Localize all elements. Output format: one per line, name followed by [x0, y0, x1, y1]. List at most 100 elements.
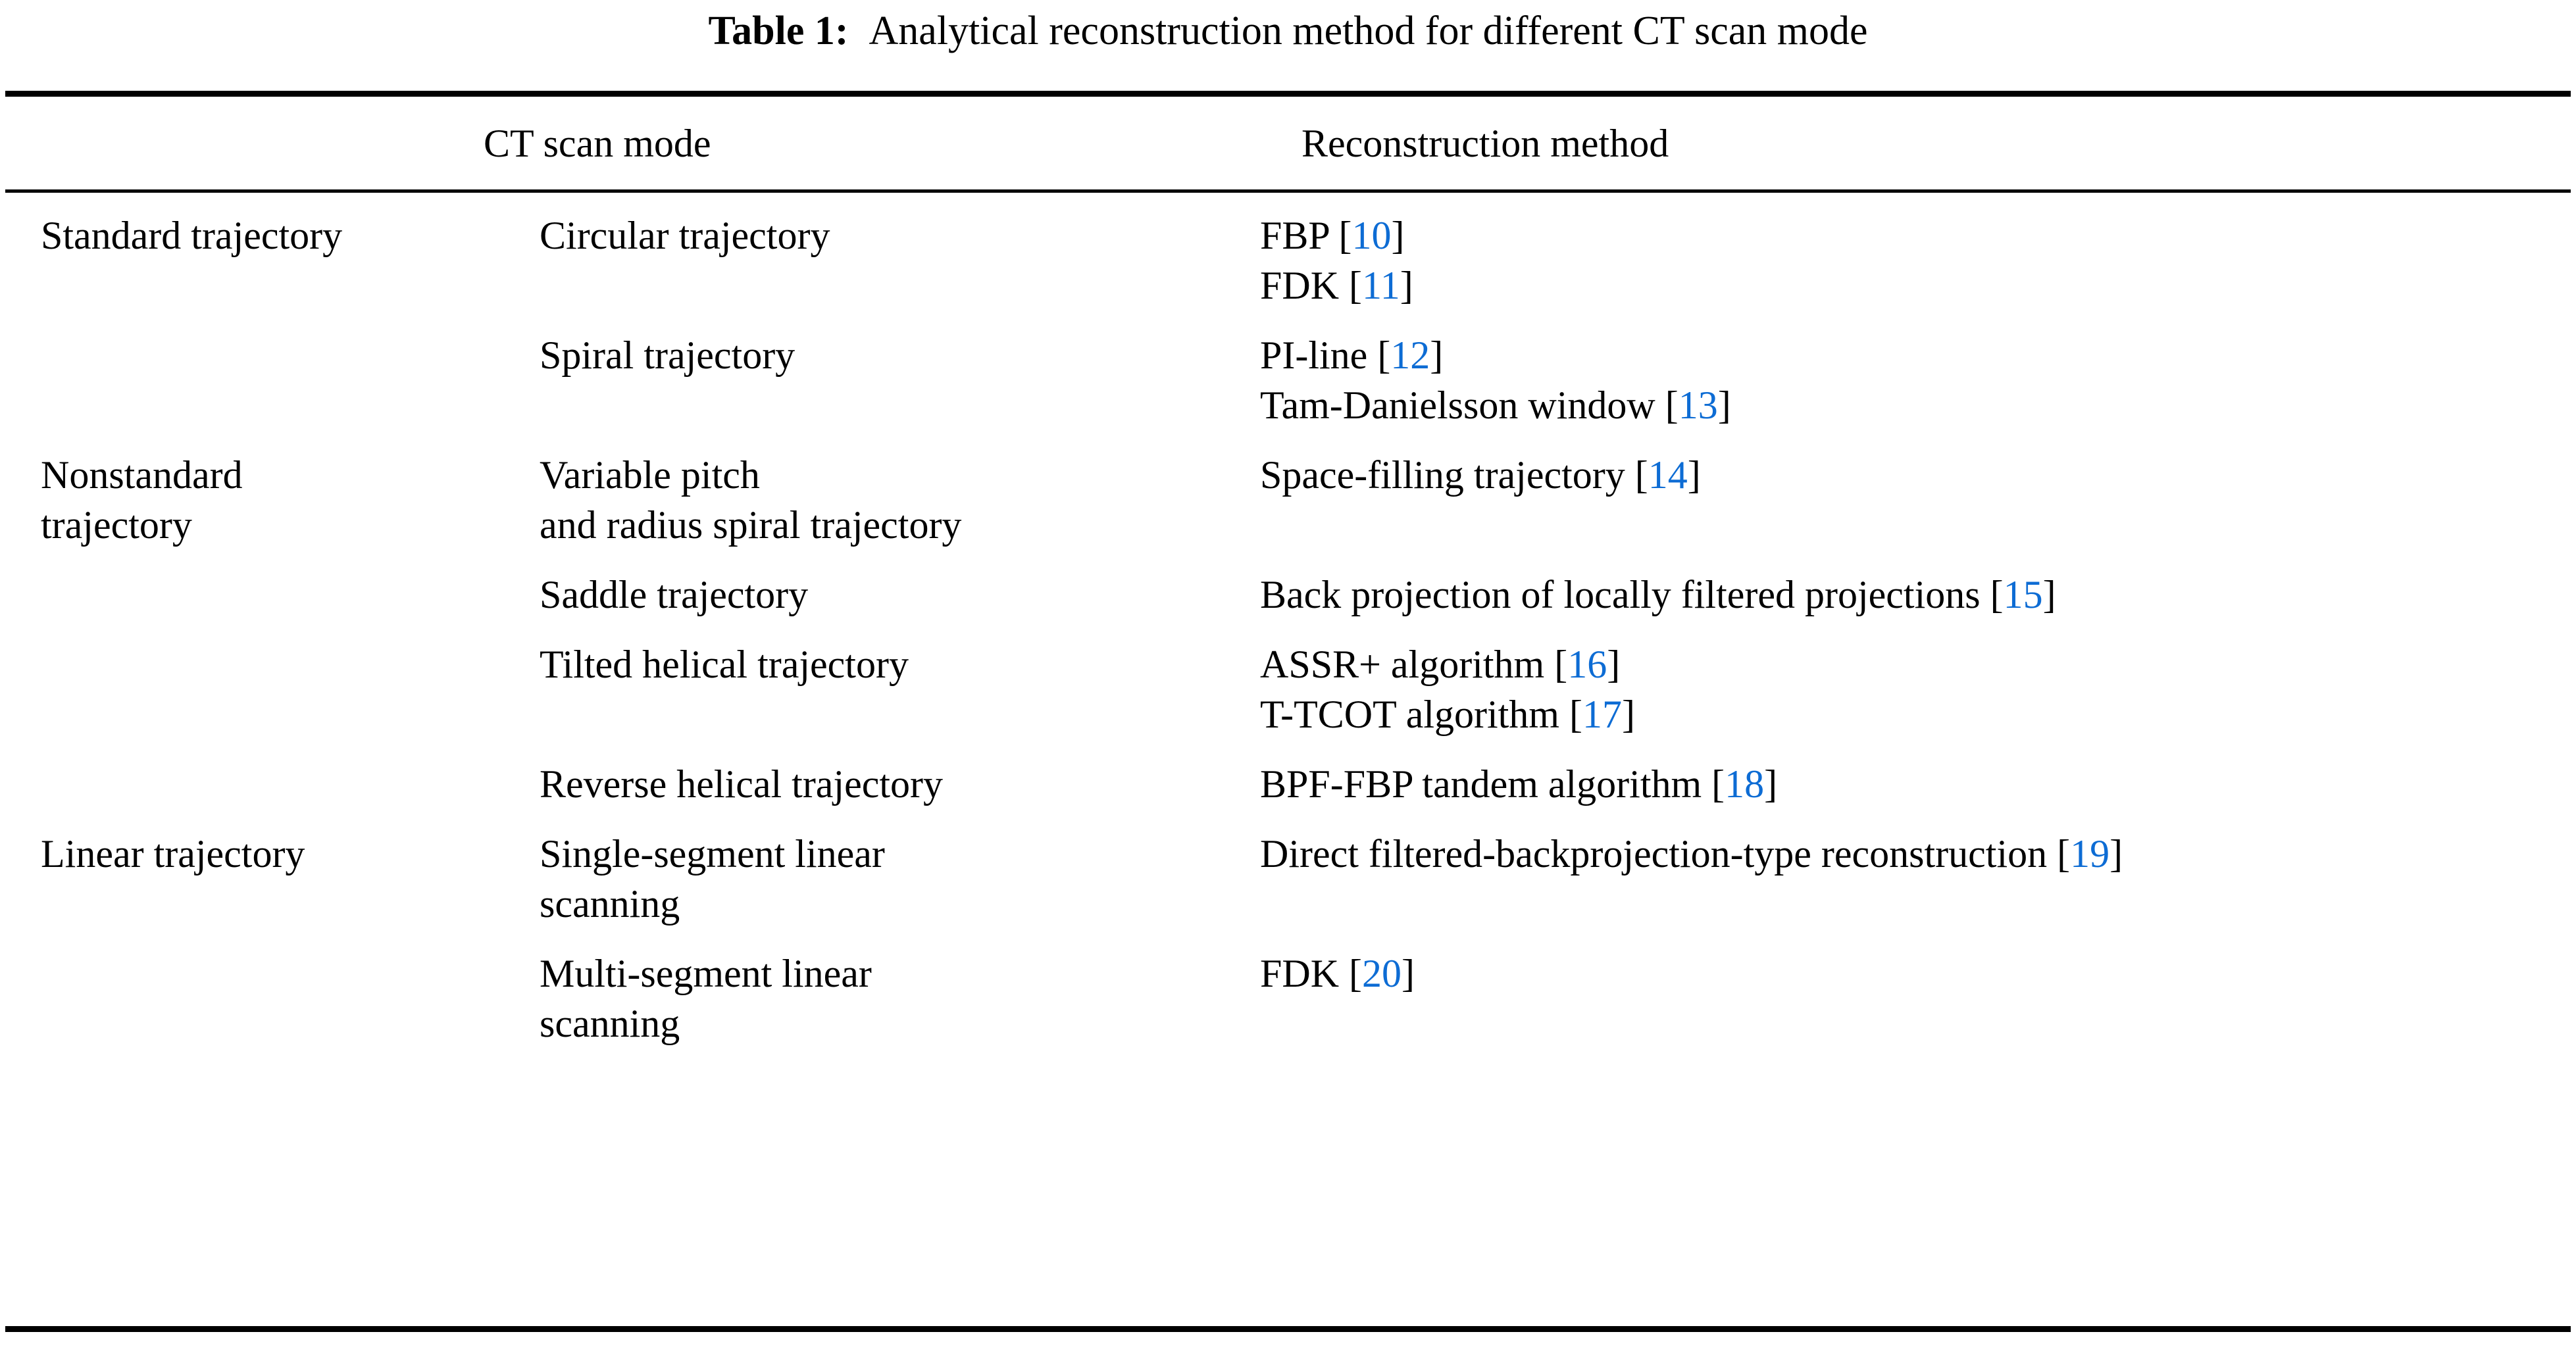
method-name: BPF-FBP tandem algorithm [1260, 762, 1712, 806]
citation-reference-link[interactable]: 19 [2070, 832, 2110, 876]
reconstruction-method-cell: PI-line [12]Tam-Danielsson window [13] [1260, 330, 2535, 430]
table-row: Tilted helical trajectory ASSR+ algorithm… [0, 639, 2576, 739]
method-entry: Back projection of locally filtered proj… [1260, 570, 2535, 620]
row-spacer [0, 809, 2576, 829]
cell-line: Tilted helical trajectory [540, 643, 909, 686]
method-entry: T-TCOT algorithm [17] [1260, 689, 2535, 739]
table-row: Reverse helical trajectory BPF-FBP tandem… [0, 759, 2576, 809]
citation-reference-link[interactable]: 18 [1725, 762, 1765, 806]
citation-close-bracket: ] [2109, 832, 2123, 876]
citation-close-bracket: ] [1607, 643, 1621, 686]
citation-reference-link[interactable]: 11 [1362, 264, 1400, 307]
cell-line: Linear trajectory [41, 832, 305, 876]
citation-open-bracket: [ [1711, 762, 1725, 806]
citation-open-bracket: [ [1990, 573, 2004, 616]
cell-line: Multi-segment linear [540, 952, 872, 995]
citation-close-bracket: ] [1621, 693, 1635, 736]
trajectory-cell: Circular trajectory [540, 210, 1260, 260]
cell-line: and radius spiral trajectory [540, 503, 962, 547]
reconstruction-method-cell: Direct filtered-backprojection-type reco… [1260, 829, 2535, 879]
row-spacer [0, 929, 2576, 949]
scan-category-cell [0, 639, 540, 689]
citation-close-bracket: ] [1687, 453, 1701, 497]
citation-reference-link[interactable]: 12 [1390, 333, 1430, 377]
citation-close-bracket: ] [1430, 333, 1444, 377]
cell-line: scanning [540, 1002, 680, 1045]
table-caption: Table 1: Analytical reconstruction metho… [0, 5, 2576, 57]
method-name: FDK [1260, 264, 1350, 307]
reconstruction-method-cell: Space-filling trajectory [14] [1260, 450, 2535, 500]
citation-reference-link[interactable]: 15 [2003, 573, 2043, 616]
cell-line: scanning [540, 882, 680, 925]
scan-category-cell: Nonstandard trajectory [0, 450, 540, 550]
citation-open-bracket: [ [1377, 333, 1391, 377]
method-entry: FDK [11] [1260, 260, 2535, 310]
table-top-rule [5, 91, 2571, 97]
scan-category-cell [0, 759, 540, 809]
scan-category-cell: Linear trajectory [0, 829, 540, 879]
citation-reference-link[interactable]: 16 [1567, 643, 1607, 686]
method-entry: Tam-Danielsson window [13] [1260, 380, 2535, 430]
method-name: T-TCOT algorithm [1260, 693, 1569, 736]
trajectory-cell: Variable pitch and radius spiral trajecto… [540, 450, 1260, 550]
reconstruction-method-cell: BPF-FBP tandem algorithm [18] [1260, 759, 2535, 809]
method-entry: FBP [10] [1260, 210, 2535, 260]
citation-reference-link[interactable]: 13 [1678, 383, 1718, 427]
citation-open-bracket: [ [2057, 832, 2071, 876]
table-row: Linear trajectory Single-segment linear sc… [0, 829, 2576, 929]
method-entry: Direct filtered-backprojection-type reco… [1260, 829, 2535, 879]
method-name: Direct filtered-backprojection-type reco… [1260, 832, 2058, 876]
citation-reference-link[interactable]: 14 [1648, 453, 1688, 497]
cell-line: Reverse helical trajectory [540, 762, 944, 806]
scan-category-cell [0, 570, 540, 620]
citation-reference-link[interactable]: 10 [1351, 214, 1392, 257]
cell-line: Nonstandard [41, 453, 243, 497]
method-name: FDK [1260, 952, 1350, 995]
row-spacer [0, 620, 2576, 639]
table-row: Nonstandard trajectory Variable pitch and r… [0, 450, 2576, 550]
row-spacer [0, 739, 2576, 759]
cell-line: Circular trajectory [540, 214, 830, 257]
method-name: PI-line [1260, 333, 1378, 377]
cell-line: Saddle trajectory [540, 573, 809, 616]
reconstruction-method-cell: Back projection of locally filtered proj… [1260, 570, 2535, 620]
method-entry: BPF-FBP tandem algorithm [18] [1260, 759, 2535, 809]
table-row: Saddle trajectory Back projection of loca… [0, 570, 2576, 620]
scan-category-cell: Standard trajectory [0, 210, 540, 260]
table-header-rule [5, 189, 2571, 193]
column-header-reconstruction-method: Reconstruction method [1301, 122, 1669, 165]
cell-line: Single-segment linear [540, 832, 885, 876]
cell-line: trajectory [41, 503, 192, 547]
citation-close-bracket: ] [1400, 264, 1413, 307]
trajectory-cell: Tilted helical trajectory [540, 639, 1260, 689]
table-row: Multi-segment linear scanning FDK [20] [0, 949, 2576, 1049]
cell-line: Spiral trajectory [540, 333, 796, 377]
citation-reference-link[interactable]: 17 [1582, 693, 1622, 736]
caption-label: Table 1: [708, 9, 849, 53]
citation-open-bracket: [ [1554, 643, 1568, 686]
cell-line: Variable pitch [540, 453, 760, 497]
trajectory-cell: Single-segment linear scanning [540, 829, 1260, 929]
citation-open-bracket: [ [1634, 453, 1648, 497]
method-name: Back projection of locally filtered proj… [1260, 573, 1990, 616]
reconstruction-method-cell: FDK [20] [1260, 949, 2535, 999]
trajectory-cell: Reverse helical trajectory [540, 759, 1260, 809]
reconstruction-method-cell: FBP [10]FDK [11] [1260, 210, 2535, 310]
trajectory-cell: Multi-segment linear scanning [540, 949, 1260, 1049]
trajectory-cell: Spiral trajectory [540, 330, 1260, 380]
row-spacer [0, 550, 2576, 570]
citation-open-bracket: [ [1665, 383, 1679, 427]
method-name: Space-filling trajectory [1260, 453, 1635, 497]
row-spacer [0, 310, 2576, 330]
method-name: FBP [1260, 214, 1339, 257]
citation-open-bracket: [ [1569, 693, 1582, 736]
method-name: ASSR+ algorithm [1260, 643, 1555, 686]
citation-close-bracket: ] [1391, 214, 1405, 257]
method-name: Tam-Danielsson window [1260, 383, 1665, 427]
citation-reference-link[interactable]: 20 [1362, 952, 1402, 995]
scan-category-cell [0, 949, 540, 999]
caption-text: Analytical reconstruction method for dif… [869, 9, 1868, 53]
